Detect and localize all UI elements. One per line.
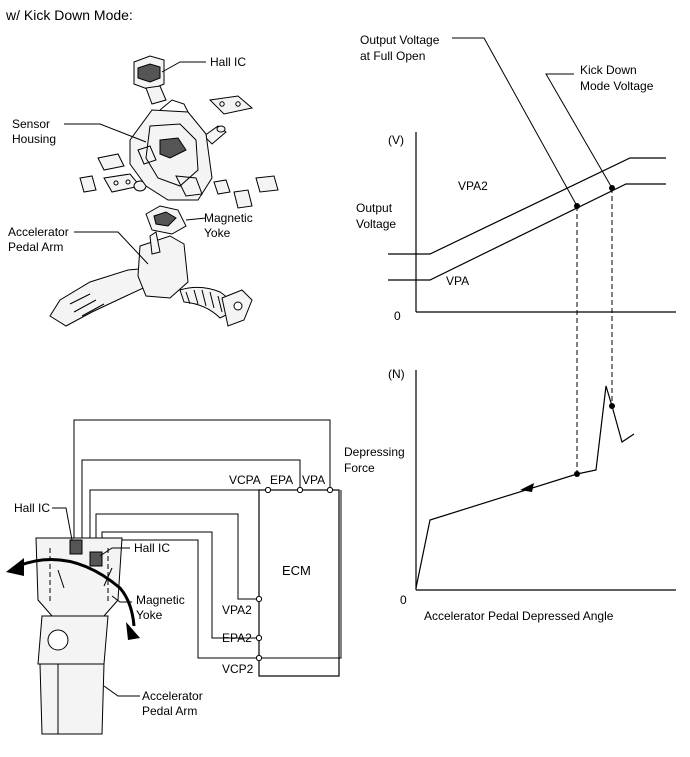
force-origin: 0: [400, 593, 407, 607]
kick-down-annotation-line1: Kick Down: [580, 63, 637, 77]
mode-title: w/ Kick Down Mode:: [5, 7, 133, 23]
gasket-parts-icon: [79, 95, 279, 209]
pedal-sensor-drawing: [35, 537, 123, 735]
vpa-series-label: VPA: [446, 274, 469, 288]
exploded-pedal-arm-label-line2: Pedal Arm: [8, 240, 63, 254]
terminal-vpa-label: VPA: [302, 473, 325, 487]
sensor-housing-part-icon: [129, 99, 213, 201]
exploded-pedal-arm-label-line1: Accelerator: [8, 225, 69, 239]
vpa2-series-label: VPA2: [458, 179, 488, 193]
voltage-origin: 0: [394, 309, 401, 323]
circuit-diagram: ECM VCPA EPA VPA VPA2 EPA2 VCP2: [6, 419, 342, 735]
force-curve: [415, 385, 635, 589]
hall-ic-left-element: [69, 539, 83, 555]
magnetic-yoke-part-icon: [145, 205, 187, 235]
force-ylabel-line2: Force: [344, 461, 375, 475]
force-graph: (N) Depressing Force 0 Accelerator Pedal…: [344, 367, 676, 623]
force-unit: (N): [388, 367, 405, 381]
exploded-magnetic-yoke-label-line1: Magnetic: [204, 211, 253, 225]
sensor-housing-label-line1: Sensor: [12, 117, 50, 131]
circuit-magnetic-yoke-label-line2: Yoke: [136, 608, 163, 622]
exploded-hall-ic-label: Hall IC: [210, 55, 246, 69]
exploded-magnetic-yoke-label-line2: Yoke: [204, 226, 231, 240]
hall-ic-right-element: [89, 551, 103, 567]
full-open-annotation-line2: at Full Open: [360, 49, 425, 63]
pedal-arm-part-icon: [49, 231, 253, 327]
ecm-box: [258, 489, 340, 677]
kick-down-leader: [545, 73, 613, 189]
terminal-vpa2: [255, 595, 263, 603]
terminal-vcp2-label: VCP2: [222, 662, 254, 676]
force-xlabel: Accelerator Pedal Depressed Angle: [424, 609, 614, 623]
voltage-ylabel-line1: Output: [356, 201, 393, 215]
vpa2-line: [388, 157, 666, 255]
circuit-pedal-arm-label-line2: Pedal Arm: [142, 704, 197, 718]
rotation-arrow-icon: [6, 558, 140, 640]
terminal-epa2: [255, 634, 263, 642]
force-direction-arrow-icon: [520, 483, 534, 492]
terminal-vpa2-label: VPA2: [222, 603, 252, 617]
kick-down-annotation-line2: Mode Voltage: [580, 79, 654, 93]
pivot-circle: [47, 629, 69, 651]
voltage-unit: (V): [388, 133, 404, 147]
vpa-line: [388, 183, 666, 281]
circuit-hall-ic-left-label: Hall IC: [14, 501, 50, 515]
force-full-open-point: [574, 471, 580, 477]
terminal-epa: [296, 486, 304, 494]
circuit-hall-ic-right-label: Hall IC: [134, 541, 170, 555]
terminal-vcp2: [255, 654, 263, 662]
hall-ic-part-icon: [133, 55, 167, 105]
full-open-annotation-line1: Output Voltage: [360, 33, 440, 47]
full-open-leader: [452, 37, 578, 207]
ecm-label: ECM: [282, 563, 311, 578]
voltage-ylabel-line2: Voltage: [356, 217, 396, 231]
circuit-magnetic-yoke-label-line1: Magnetic: [136, 593, 185, 607]
voltage-graph: (V) Output Voltage 0 VPA2 VPA Output Vol…: [356, 33, 676, 323]
force-ylabel-line1: Depressing: [344, 445, 405, 459]
terminal-epa2-label: EPA2: [222, 631, 252, 645]
terminal-vcpa: [264, 486, 272, 494]
terminal-epa-label: EPA: [270, 473, 293, 487]
terminal-vcpa-label: VCPA: [229, 473, 261, 487]
terminal-vpa: [326, 486, 334, 494]
exploded-view: Hall IC Sensor Housing Magnetic Yoke Acc…: [8, 55, 279, 327]
force-kick-down-point: [609, 403, 615, 409]
sensor-housing-label-line2: Housing: [12, 132, 56, 146]
circuit-pedal-arm-label-line1: Accelerator: [142, 689, 203, 703]
